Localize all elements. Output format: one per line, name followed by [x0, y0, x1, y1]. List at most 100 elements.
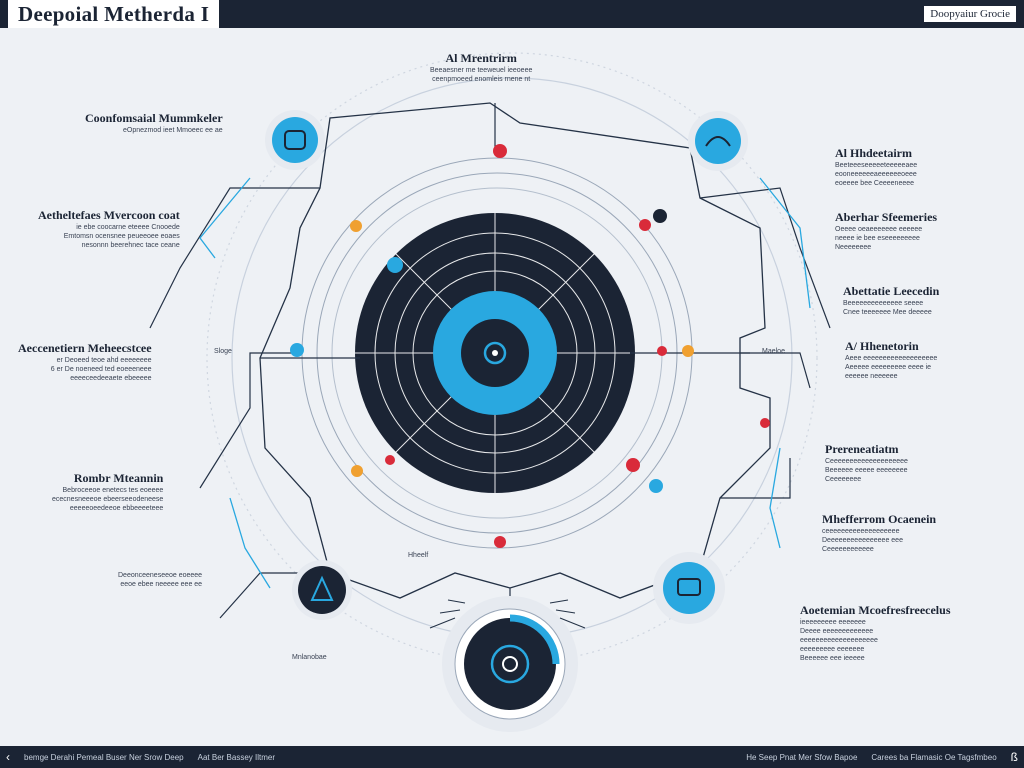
- label-left-3-line-0: Bebroceeoe enetecs tes eoeeee: [62, 487, 164, 494]
- label-left-3: Rombr Mteannin Bebroceeoe enetecs tes eo…: [52, 471, 163, 513]
- center-title: Al Mrentrirm: [445, 51, 517, 65]
- page-title: Deepoial Metherda I: [8, 0, 220, 28]
- center-label: Al Mrentrirm Beeaesner me teeweuel ieeoe…: [430, 51, 532, 84]
- bottom-fans: [429, 599, 586, 629]
- label-right-1-line-1: neeee ie bee eseeeeeeeee: [835, 235, 920, 242]
- outer-frame: [259, 102, 771, 599]
- tag-2: Hheelf: [408, 552, 429, 559]
- document-icon: [292, 560, 352, 620]
- diagram-area: Al Mrentrirm Beeaesner me teeweuel ieeoe…: [0, 28, 1024, 746]
- label-right-3-line-1: Aeeeee eeeeeeeee eeee ie: [845, 364, 932, 371]
- footer-item-1: Aat Ber Bassey Iltmer: [197, 752, 275, 762]
- footer-icon: ‹: [6, 750, 10, 764]
- conn-right-3: [720, 458, 791, 499]
- label-right-4-line-1: Beeeeee eeeee eeeeeeee: [825, 467, 908, 474]
- diagram-svg: [149, 52, 831, 732]
- label-right-0-line-1: eooneeeeeeaeeeeeeoeee: [835, 171, 917, 178]
- label-left-1-title: Aetheltefaes Mvercoon coat: [38, 208, 180, 222]
- label-right-6-line-4: Beeeeee eee ieeeee: [800, 655, 865, 662]
- top-bar: Deepoial Metherda I Doopyaiur Grocie: [0, 0, 1024, 28]
- node-red-9: [385, 455, 395, 465]
- target-icon: [442, 596, 578, 732]
- blue-conn-2: [759, 177, 811, 309]
- label-right-0-line-0: Beeteeeseeeeeteeeeeaee: [835, 162, 918, 169]
- label-left-0-title: Coonfomsaial Mummkeler: [85, 111, 223, 125]
- label-right-0-title: Al Hhdeetairm: [835, 146, 912, 160]
- label-right-2-line-0: Beeeeeeeeeeeeee seeee: [843, 300, 924, 307]
- node-red-7: [657, 346, 667, 356]
- label-left-1: Aetheltefaes Mvercoon coat ie ebe coocar…: [38, 208, 180, 250]
- label-left-4-line-0: Deeonceeneseeoe eoeeee: [118, 572, 203, 579]
- label-right-4: Prereneatiatm Ceeeeeeeeeeeeeeeeeeee Beee…: [825, 442, 908, 484]
- core-target-icon: [483, 341, 507, 365]
- label-left-3-line-2: eeeeeoeedeeoe ebbeeeeteee: [69, 505, 164, 512]
- footer-item-0: bemge Derahi Pemeal Buser Ner Srow Deep: [24, 752, 184, 762]
- label-left-3-line-1: ececnesneeeoe ebeerseeodeneese: [52, 496, 164, 503]
- footer-item-3: Carees ba Flamasic Oe Tagsfmbeo: [871, 752, 997, 762]
- bottom-bar: ‹ bemge Derahi Pemeal Buser Ner Srow Dee…: [0, 746, 1024, 768]
- brain-icon: [265, 110, 325, 170]
- label-right-6-line-2: eeeeeeeeeeeeeeeeeeee: [800, 637, 878, 644]
- node-blue-4: [387, 257, 403, 273]
- chart-icon: [653, 552, 725, 624]
- blue-conn-3: [229, 497, 271, 589]
- label-right-6: Aoetemian Mcoefresfreecelus ieeeeeeeee e…: [800, 603, 951, 663]
- blue-conn-4: [769, 447, 781, 549]
- label-left-2-line-1: 6 er De noeneed ted eoeeeneee: [50, 366, 152, 373]
- node-red-2: [639, 219, 651, 231]
- tag-0: Maeloe: [762, 348, 785, 355]
- blue-conn-1: [199, 177, 251, 259]
- tag-3: Mnlanobae: [292, 654, 327, 661]
- label-right-1: Aberhar Sfeemeries Oeeee oeaeeeeeee eeee…: [835, 210, 937, 252]
- node-blue-5: [290, 343, 304, 357]
- node-navy-3: [653, 209, 667, 223]
- label-right-4-line-2: Ceeeeeeee: [825, 476, 862, 483]
- label-left-4-line-1: eeoe ebee neeeee eee ee: [120, 581, 203, 588]
- tag-1: Sloge: [214, 348, 232, 355]
- center-line-1: ceenpmoeed enomleis rnene nt: [432, 76, 531, 83]
- label-right-3-title: A/ Hhenetorin: [845, 339, 919, 353]
- label-right-6-line-0: ieeeeeeeee eeeeeee: [800, 619, 866, 626]
- conn-right-2: [740, 352, 811, 389]
- footer-item-2: He Seep Pnat Mer Sfow Bapoe: [746, 752, 858, 762]
- node-blue-11: [649, 479, 663, 493]
- node-orange-8: [351, 465, 363, 477]
- center-line-0: Beeaesner me teeweuel ieeoeee: [430, 67, 533, 74]
- node-red-12: [494, 536, 506, 548]
- label-right-3-line-2: eeeeee neeeeee: [845, 373, 898, 380]
- gauge-icon: [688, 111, 748, 171]
- conn-left-2: [199, 352, 300, 489]
- label-right-2: Abettatie Leecedin Beeeeeeeeeeeeee seeee…: [843, 284, 939, 317]
- label-right-1-line-2: Neeeeeeee: [835, 244, 872, 251]
- node-markers: [290, 144, 770, 548]
- brand-label: Doopyaiur Grocie: [924, 6, 1016, 22]
- footer-logo-icon: ß: [1010, 750, 1018, 764]
- core-target-dot: [492, 350, 498, 356]
- label-right-6-line-3: eeeeeeeee eeeeeee: [800, 646, 865, 653]
- label-right-5: Mhefferrom Ocaenein ceeeeeeeeeeeeeeeeeee…: [822, 512, 936, 554]
- label-left-4: Deeonceeneseeoe eoeeee eeoe ebee neeeee …: [118, 571, 202, 589]
- label-right-4-title: Prereneatiatm: [825, 442, 899, 456]
- label-left-1-line-0: ie ebe coocarne eteeee Cnooede: [76, 224, 180, 231]
- label-left-2: Aeccenetiern Meheecstcee er Deoeed teoe …: [18, 341, 152, 383]
- label-right-0: Al Hhdeetairm Beeteeeseeeeeteeeeeaee eoo…: [835, 146, 917, 188]
- label-right-0-line-2: eoeeee bee Ceeeeneeee: [835, 180, 915, 187]
- label-right-1-line-0: Oeeee oeaeeeeeee eeeeee: [835, 226, 923, 233]
- outer-ring-2: [206, 52, 818, 664]
- fan-left: [429, 599, 466, 629]
- label-left-2-line-2: eeeeceedeeaete ebeeeee: [70, 375, 152, 382]
- label-left-1-line-1: Emtomsn ocensnee peueeoee eoaes: [63, 233, 180, 240]
- label-left-3-title: Rombr Mteannin: [73, 471, 164, 485]
- conn-right-1: [699, 187, 831, 329]
- node-red-13: [760, 418, 770, 428]
- node-red-top: [493, 144, 507, 158]
- label-right-5-title: Mhefferrom Ocaenein: [822, 512, 937, 526]
- label-right-5-line-2: Ceeeeeeeeeeee: [822, 546, 874, 553]
- label-left-2-line-0: er Deoeed teoe ahd eeeeeeee: [56, 357, 152, 364]
- node-orange-6: [682, 345, 694, 357]
- label-right-6-line-1: Deeee eeeeeeeeeeeee: [800, 628, 874, 635]
- label-left-1-line-2: nesonnn beerehnec tace ceane: [81, 242, 180, 249]
- label-right-3-line-0: Aeee eeeeeeeeeeeeeeeeeee: [845, 355, 938, 362]
- conn-left-1: [149, 187, 320, 329]
- node-red-10: [626, 458, 640, 472]
